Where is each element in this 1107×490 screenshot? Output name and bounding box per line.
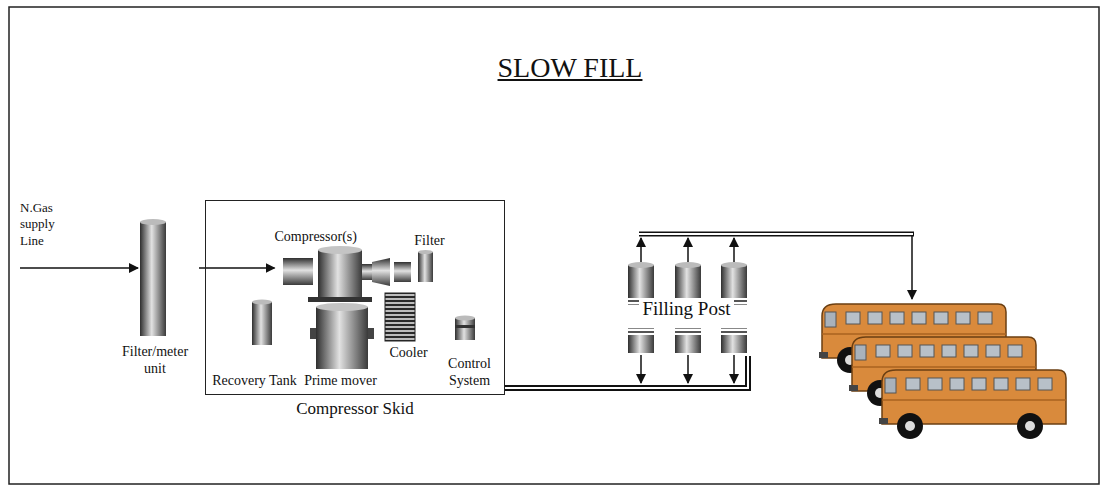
supply-label: N.Gas supply Line xyxy=(20,200,74,249)
supply-arrow xyxy=(20,267,138,269)
diagram-title: SLOW FILL xyxy=(460,52,680,84)
buses xyxy=(819,304,1066,439)
part-label: Compressor(s) xyxy=(275,229,357,246)
pipe-core xyxy=(505,356,748,388)
part-label: Cooler xyxy=(389,345,427,362)
compressor-skid: Compressor SkidCompressor(s)FilterRecove… xyxy=(205,200,505,395)
meter-cylinder xyxy=(140,219,166,336)
cooler-fins xyxy=(385,293,415,341)
pipe-outline xyxy=(505,356,748,388)
motor-part: Prime mover xyxy=(299,300,383,390)
control-cylinder xyxy=(455,316,475,341)
part-label: Control System xyxy=(438,356,502,390)
filter-cylinder xyxy=(418,250,433,282)
tank-part: Recovery Tank xyxy=(212,298,298,390)
filling-post: Filling Post xyxy=(618,262,755,356)
filter-part: Filter xyxy=(410,233,450,285)
part-label: Recovery Tank xyxy=(212,373,297,390)
tank-cylinder xyxy=(252,300,272,346)
frame xyxy=(9,7,1099,484)
pipe-line xyxy=(199,267,275,269)
control-part: Control System xyxy=(438,312,502,390)
part-label: Prime mover xyxy=(304,373,377,390)
cooler-part: Cooler xyxy=(383,290,435,362)
pipe-connector xyxy=(199,268,275,269)
filling-post-cylinders xyxy=(628,262,747,353)
meter-unit: Filter/meter unit xyxy=(111,218,199,378)
pipe-connector xyxy=(505,356,748,388)
motor-cylinder xyxy=(310,303,374,369)
part-label: Filter xyxy=(414,233,444,250)
part-label: Filter/meter unit xyxy=(111,344,199,378)
part-label: Filling Post xyxy=(639,298,733,321)
compressor-part: Compressor(s) xyxy=(275,229,408,305)
group-label: Compressor Skid xyxy=(206,399,504,419)
